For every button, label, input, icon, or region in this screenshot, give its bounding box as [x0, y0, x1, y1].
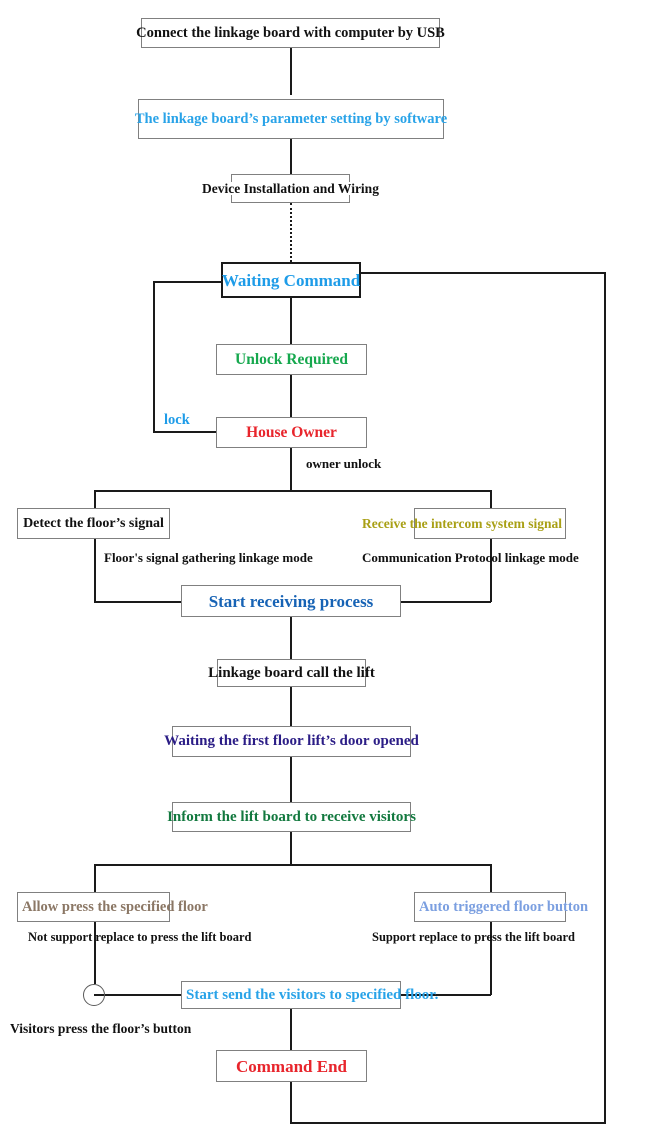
edge-label-not-support: Not support replace to press the lift bo…: [28, 930, 252, 944]
node-start-send-label: Start send the visitors to specified flo…: [186, 986, 439, 1003]
node-inform-lift-label: Inform the lift board to receive visitor…: [167, 808, 416, 825]
edge-detect-down: [94, 539, 96, 602]
edge-commandend-down: [290, 1082, 292, 1124]
edge-label-protocol-mode: Communication Protocol linkage mode: [362, 550, 579, 565]
node-start-receiving-label: Start receiving process: [208, 591, 374, 611]
node-call-lift[interactable]: Linkage board call the lift: [208, 659, 375, 687]
edge-return-bottom: [290, 1122, 605, 1124]
edge-unlock-to-owner: [290, 375, 292, 417]
node-device-install-label: Device Installation and Wiring: [201, 180, 380, 196]
node-start-send[interactable]: Start send the visitors to specified flo…: [181, 981, 438, 1009]
node-detect-floor-label: Detect the floor’s signal: [23, 515, 164, 531]
edge-split-bar-top: [94, 490, 491, 492]
edge-inform-down: [290, 832, 292, 865]
junction-circle: [83, 984, 105, 1006]
edge-label-floor-mode: Floor's signal gathering linkage mode: [104, 550, 313, 565]
edge-label-lock: lock: [164, 412, 190, 428]
node-auto-triggered[interactable]: Auto triggered floor button: [414, 892, 588, 922]
node-waiting-door-label: Waiting the first floor lift’s door open…: [164, 733, 419, 749]
edge-autotrigger-down: [490, 922, 492, 995]
node-device-install[interactable]: Device Installation and Wiring: [201, 174, 380, 203]
edge-calllift-to-waitingdoor: [290, 687, 292, 726]
node-waiting-command[interactable]: Waiting Command: [221, 262, 361, 298]
edge-split-bar-bottom: [94, 864, 491, 866]
edge-intercom-to-start: [400, 601, 491, 603]
node-unlock-required[interactable]: Unlock Required: [216, 344, 367, 375]
edge-autotrigger-to-startsend: [400, 994, 491, 996]
edge-lock-bottom: [153, 431, 221, 433]
node-receive-intercom-label: Receive the intercom system signal: [362, 515, 562, 531]
edge-detect-to-start: [94, 601, 182, 603]
edge-label-visitors-press: Visitors press the floor’s button: [10, 1021, 192, 1036]
node-auto-triggered-label: Auto triggered floor button: [419, 898, 589, 915]
edge-allowpress-down: [94, 922, 96, 984]
edge-label-owner-unlock: owner unlock: [304, 456, 384, 471]
node-param-setting[interactable]: The linkage board’s parameter setting by…: [134, 99, 448, 139]
node-unlock-required-label: Unlock Required: [235, 350, 348, 368]
node-param-setting-label: The linkage board’s parameter setting by…: [134, 110, 448, 127]
edge-intercom-down: [490, 539, 492, 602]
node-command-end-label: Command End: [235, 1056, 347, 1076]
edge-return-right: [604, 272, 606, 1124]
edge-startsend-to-commandend: [290, 1009, 292, 1050]
edge-lock-top: [153, 281, 223, 283]
node-house-owner[interactable]: House Owner: [216, 417, 367, 448]
node-command-end[interactable]: Command End: [216, 1050, 367, 1082]
node-allow-press[interactable]: Allow press the specified floor: [17, 892, 208, 922]
node-connect-usb-label: Connect the linkage board with computer …: [136, 24, 445, 41]
node-waiting-command-label: Waiting Command: [221, 270, 361, 290]
edge-split-left-down: [94, 490, 96, 509]
node-start-receiving[interactable]: Start receiving process: [181, 585, 401, 617]
edge-start-to-calllift: [290, 617, 292, 659]
edge-junction-to-startsend: [94, 994, 182, 996]
node-receive-intercom[interactable]: Receive the intercom system signal: [362, 508, 566, 539]
edge-owner-down: [290, 448, 292, 491]
edge-split2-left-down: [94, 864, 96, 892]
node-allow-press-label: Allow press the specified floor: [22, 898, 208, 915]
edge-waiting-to-unlock: [290, 298, 292, 344]
node-house-owner-label: House Owner: [246, 423, 337, 441]
edge-param-to-device: [290, 139, 292, 174]
node-connect-usb[interactable]: Connect the linkage board with computer …: [136, 18, 445, 48]
edge-device-to-waiting-dotted: [290, 203, 292, 262]
node-inform-lift[interactable]: Inform the lift board to receive visitor…: [167, 802, 416, 832]
edge-lock-vertical: [153, 281, 155, 433]
node-detect-floor[interactable]: Detect the floor’s signal: [17, 508, 170, 539]
edge-split2-right-down: [490, 864, 492, 892]
edge-connect-to-param: [290, 48, 292, 95]
edge-label-support: Support replace to press the lift board: [372, 930, 576, 944]
node-call-lift-label: Linkage board call the lift: [208, 664, 375, 681]
node-waiting-door[interactable]: Waiting the first floor lift’s door open…: [164, 726, 419, 757]
edge-split-right-down: [490, 490, 492, 509]
edge-waitingdoor-to-inform: [290, 757, 292, 802]
edge-return-top: [360, 272, 605, 274]
